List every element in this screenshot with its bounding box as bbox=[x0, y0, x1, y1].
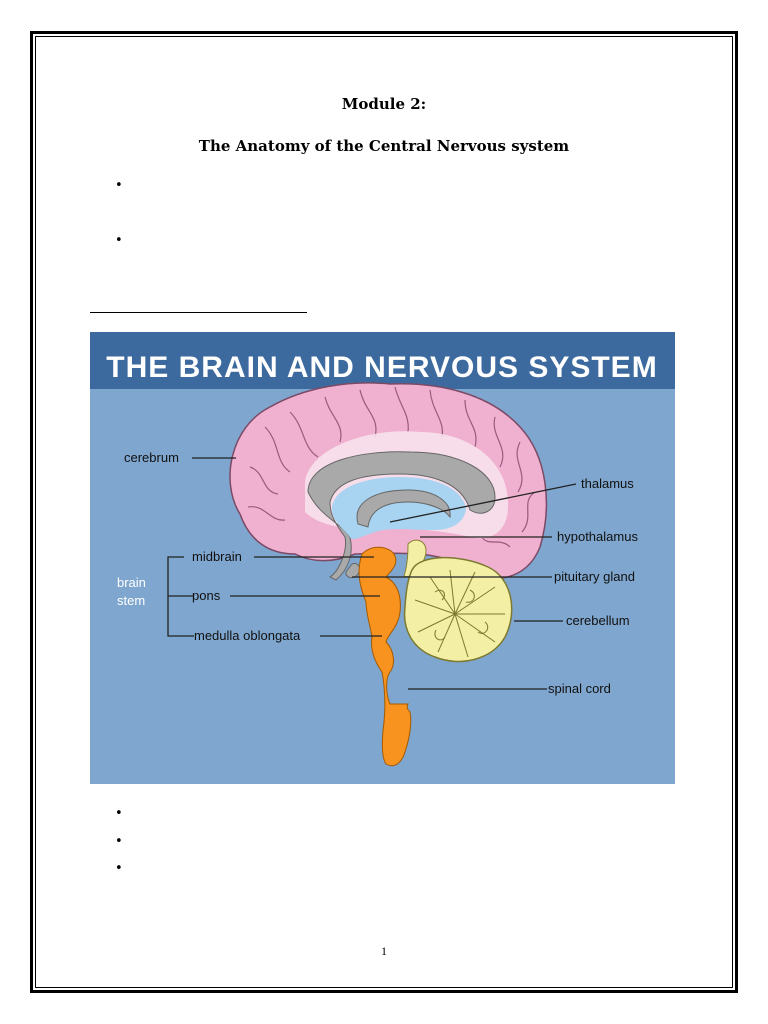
bullet-empty-2 bbox=[115, 237, 123, 245]
label-spinal-cord: spinal cord bbox=[548, 681, 611, 696]
cerebrum-folds bbox=[247, 386, 536, 548]
label-midbrain: midbrain bbox=[192, 549, 242, 564]
module-heading: Module 2: bbox=[341, 95, 427, 113]
leader-thalamus bbox=[389, 483, 577, 523]
label-thalamus: thalamus bbox=[581, 476, 634, 491]
bullet-empty-4 bbox=[115, 838, 123, 846]
label-pons: pons bbox=[192, 588, 221, 603]
brainstem-shape bbox=[358, 546, 412, 767]
bullet-empty-5 bbox=[115, 865, 123, 873]
leader-lines bbox=[167, 457, 577, 690]
page-number: 1 bbox=[381, 944, 387, 958]
label-cerebrum: cerebrum bbox=[124, 450, 179, 465]
label-brain-stem-line1: brain bbox=[117, 575, 146, 590]
label-cerebellum: cerebellum bbox=[566, 613, 630, 628]
bullet-empty-1 bbox=[115, 182, 123, 190]
page-border-outer bbox=[30, 31, 738, 993]
label-hypothalamus: hypothalamus bbox=[557, 529, 638, 544]
brain-diagram: THE BRAIN AND NERVOUS SYSTEM bbox=[90, 332, 675, 784]
label-brain-stem-line2: stem bbox=[117, 593, 145, 608]
ventricle-shape bbox=[307, 451, 496, 581]
label-medulla-oblongata: medulla oblongata bbox=[194, 628, 301, 643]
bullet-empty-3 bbox=[115, 810, 123, 818]
pituitary-shape bbox=[345, 563, 361, 579]
footnote-rule bbox=[90, 312, 307, 313]
page-title: The Anatomy of the Central Nervous syste… bbox=[198, 137, 570, 155]
diagram-heading: THE BRAIN AND NERVOUS SYSTEM bbox=[106, 351, 657, 384]
page-border-inner bbox=[35, 36, 733, 988]
corpus-callosum bbox=[356, 489, 451, 528]
label-pituitary-gland: pituitary gland bbox=[554, 569, 635, 584]
cerebellum-shape bbox=[403, 556, 513, 663]
diagram-banner bbox=[90, 332, 675, 389]
